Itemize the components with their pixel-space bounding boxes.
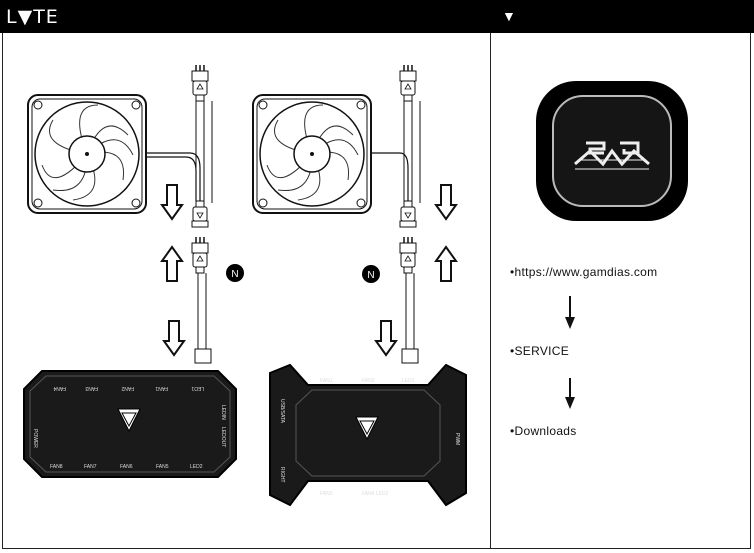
fan-connector-left xyxy=(194,348,212,364)
arrow-down-icon xyxy=(565,296,575,329)
arrow-up-icon xyxy=(435,246,457,282)
hub-left-top-label-2: FAN2 xyxy=(121,385,134,391)
dropdown-triangle-icon[interactable]: ▼ xyxy=(502,8,516,24)
step-downloads[interactable]: •Downloads xyxy=(510,424,577,438)
rgb-plug-left-top xyxy=(191,64,209,102)
badge-left-text: N xyxy=(231,269,238,280)
controller-hub-left: FAN4 FAN3 FAN2 FAN1 LED1 FAN8 FAN7 FAN6 FAN5 LED… xyxy=(23,370,237,478)
arrow-down-icon xyxy=(163,320,185,356)
header-bar: L▼TE ▼ xyxy=(0,0,754,33)
rgb-socket-left xyxy=(191,200,209,228)
rgb-plug-left xyxy=(191,236,209,274)
hub-right-top-label-1: FAN2 xyxy=(362,378,375,384)
hub-right-bottom-label-0: FAN3 xyxy=(320,491,333,497)
hub-r-left-label-2: RIGHT xyxy=(279,467,285,483)
rgb-socket-right xyxy=(399,200,417,228)
brand-logo-text: L▼TE xyxy=(6,6,59,28)
arrow-down-icon xyxy=(435,184,457,220)
hub-right-bottom-label-1: FAN4 LED2 xyxy=(362,491,389,497)
rgb-plug-right xyxy=(399,236,417,274)
hub-r-right-label: PWM xyxy=(454,433,460,445)
arrow-down-icon xyxy=(375,320,397,356)
step-website-link[interactable]: •https://www.gamdias.com xyxy=(510,265,658,279)
hub-right-label-2: LEDOUT xyxy=(220,427,226,447)
hub-left-bottom-label-3: FAN5 xyxy=(156,464,169,470)
controller-hub-right: FAN1 FAN2 LED1 FAN3 FAN4 LED2 USB/SATA RIGH… xyxy=(269,363,467,507)
rgb-plug-right-top xyxy=(399,64,417,102)
hub-right-top-label-0: FAN1 xyxy=(320,378,333,384)
step-service[interactable]: •SERVICE xyxy=(510,344,570,358)
hub-left-bottom-label-0: FAN8 xyxy=(50,464,63,470)
hub-r-left-label-1: USB/SATA xyxy=(279,399,285,424)
content-frame xyxy=(2,33,751,549)
hub-left-bottom-label-4: LED2 xyxy=(190,464,203,470)
hub-left-label: POWER xyxy=(32,429,38,448)
hub-left-top-label-3: FAN1 xyxy=(155,385,168,391)
fan-right xyxy=(252,94,372,214)
fan-connector-right xyxy=(401,348,419,364)
hub-right-top-label-2: LED1 xyxy=(402,378,415,384)
hub-left-top-label-4: LED1 xyxy=(191,385,204,391)
arrow-down-icon xyxy=(565,378,575,409)
hub-left-bottom-label-2: FAN6 xyxy=(120,464,133,470)
badge-right-text: N xyxy=(367,270,374,281)
arrow-down-icon xyxy=(161,184,183,220)
badge-right xyxy=(362,265,380,283)
hub-left-top-label-1: FAN3 xyxy=(85,385,98,391)
badge-left xyxy=(226,264,244,282)
fan-left xyxy=(27,94,147,214)
hub-right-label-1: LEDIN xyxy=(220,405,226,420)
column-divider xyxy=(490,33,491,549)
app-logo xyxy=(536,81,688,221)
hub-left-top-label-0: FAN4 xyxy=(53,385,66,391)
hub-left-bottom-label-1: FAN7 xyxy=(84,464,97,470)
arrow-up-icon xyxy=(161,246,183,282)
